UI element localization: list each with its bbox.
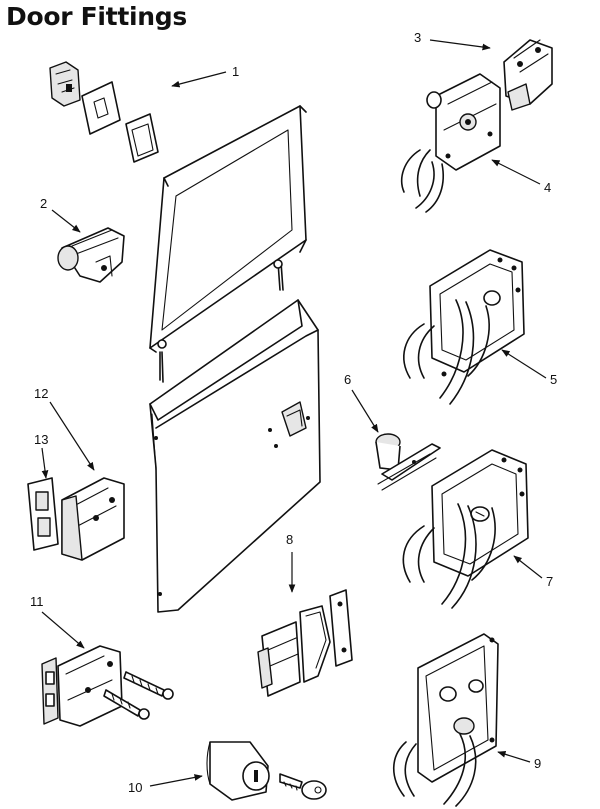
part-11-lower-hinge bbox=[41, 645, 174, 727]
door-panel bbox=[149, 299, 321, 613]
callout-10: 10 bbox=[128, 780, 142, 795]
part-3-lock-bracket bbox=[503, 39, 553, 111]
callout-8: 8 bbox=[286, 532, 293, 547]
part-8-striker-catch bbox=[257, 589, 353, 697]
callout-13: 13 bbox=[34, 432, 48, 447]
callout-9: 9 bbox=[534, 756, 541, 771]
callout-arrows bbox=[41, 39, 547, 787]
callout-4: 4 bbox=[544, 180, 551, 195]
callout-5: 5 bbox=[550, 372, 557, 387]
callout-11: 11 bbox=[30, 594, 44, 609]
callout-1: 1 bbox=[232, 64, 239, 79]
part-1-window-catch-set bbox=[49, 61, 159, 163]
part-2-channel-bracket bbox=[57, 227, 125, 283]
part-9-exterior-lock-handle bbox=[393, 633, 499, 807]
part-5-interior-handle bbox=[403, 249, 525, 405]
part-6-door-check bbox=[375, 433, 441, 491]
callout-3: 3 bbox=[414, 30, 421, 45]
callout-12: 12 bbox=[34, 386, 48, 401]
part-12-upper-hinge bbox=[61, 477, 125, 561]
callout-7: 7 bbox=[546, 574, 553, 589]
page-title: Door Fittings bbox=[6, 2, 187, 31]
part-13-hinge-gasket bbox=[27, 477, 59, 551]
part-4-lock-mechanism bbox=[400, 73, 501, 213]
callout-6: 6 bbox=[344, 372, 351, 387]
callout-2: 2 bbox=[40, 196, 47, 211]
window-frame bbox=[149, 105, 307, 383]
part-10-lock-barrel-and-key bbox=[206, 741, 327, 801]
part-7-lockable-handle bbox=[402, 449, 529, 609]
